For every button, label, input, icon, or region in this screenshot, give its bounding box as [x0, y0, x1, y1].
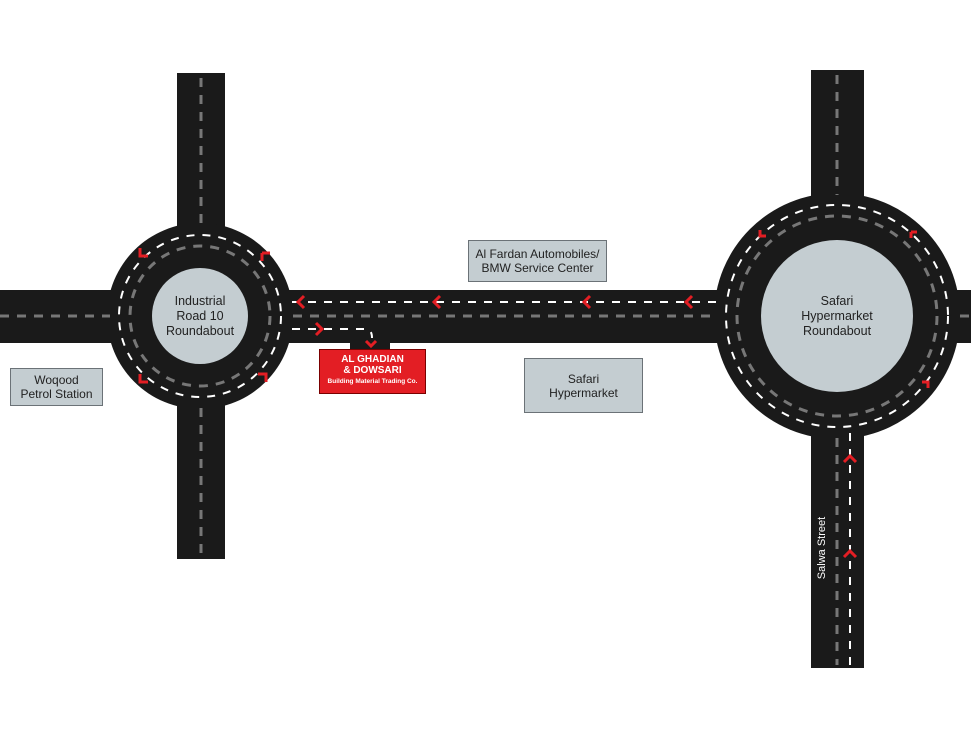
roundabout-label-safari: Safari Hypermarket Roundabout: [777, 294, 897, 339]
label-line: Road 10: [176, 309, 224, 323]
label-line: Woqood: [34, 373, 79, 387]
label-line: Hypermarket: [549, 385, 618, 400]
label-line: Roundabout: [802, 324, 872, 338]
label-line: Safari: [820, 294, 854, 308]
label-line: Safari: [567, 371, 600, 386]
direction-arrows: [138, 230, 930, 559]
street-label-salwa: Salwa Street: [816, 516, 828, 580]
label-line: Hypermarket: [801, 309, 873, 323]
destination-marker: AL GHADIAN & DOWSARI Building Material T…: [319, 349, 426, 394]
destination-name-line2: & DOWSARI: [343, 365, 402, 376]
label-line: Petrol Station: [20, 387, 93, 401]
left-roundabout-island: [152, 268, 248, 364]
label-line: BMW Service Center: [481, 261, 594, 275]
destination-name-line1: AL GHADIAN: [341, 354, 404, 365]
destination-access-road: [350, 330, 390, 352]
roundabout-label-industrial: Industrial Road 10 Roundabout: [152, 294, 248, 339]
landmark-al-fardan: Al Fardan Automobiles/BMW Service Center: [468, 240, 607, 282]
destination-subtitle: Building Material Trading Co.: [327, 378, 418, 385]
label-line: Industrial: [174, 294, 226, 308]
label-line: Roundabout: [165, 324, 235, 338]
right-roundabout-island: [761, 240, 913, 392]
label-line: Al Fardan Automobiles/: [475, 247, 600, 261]
